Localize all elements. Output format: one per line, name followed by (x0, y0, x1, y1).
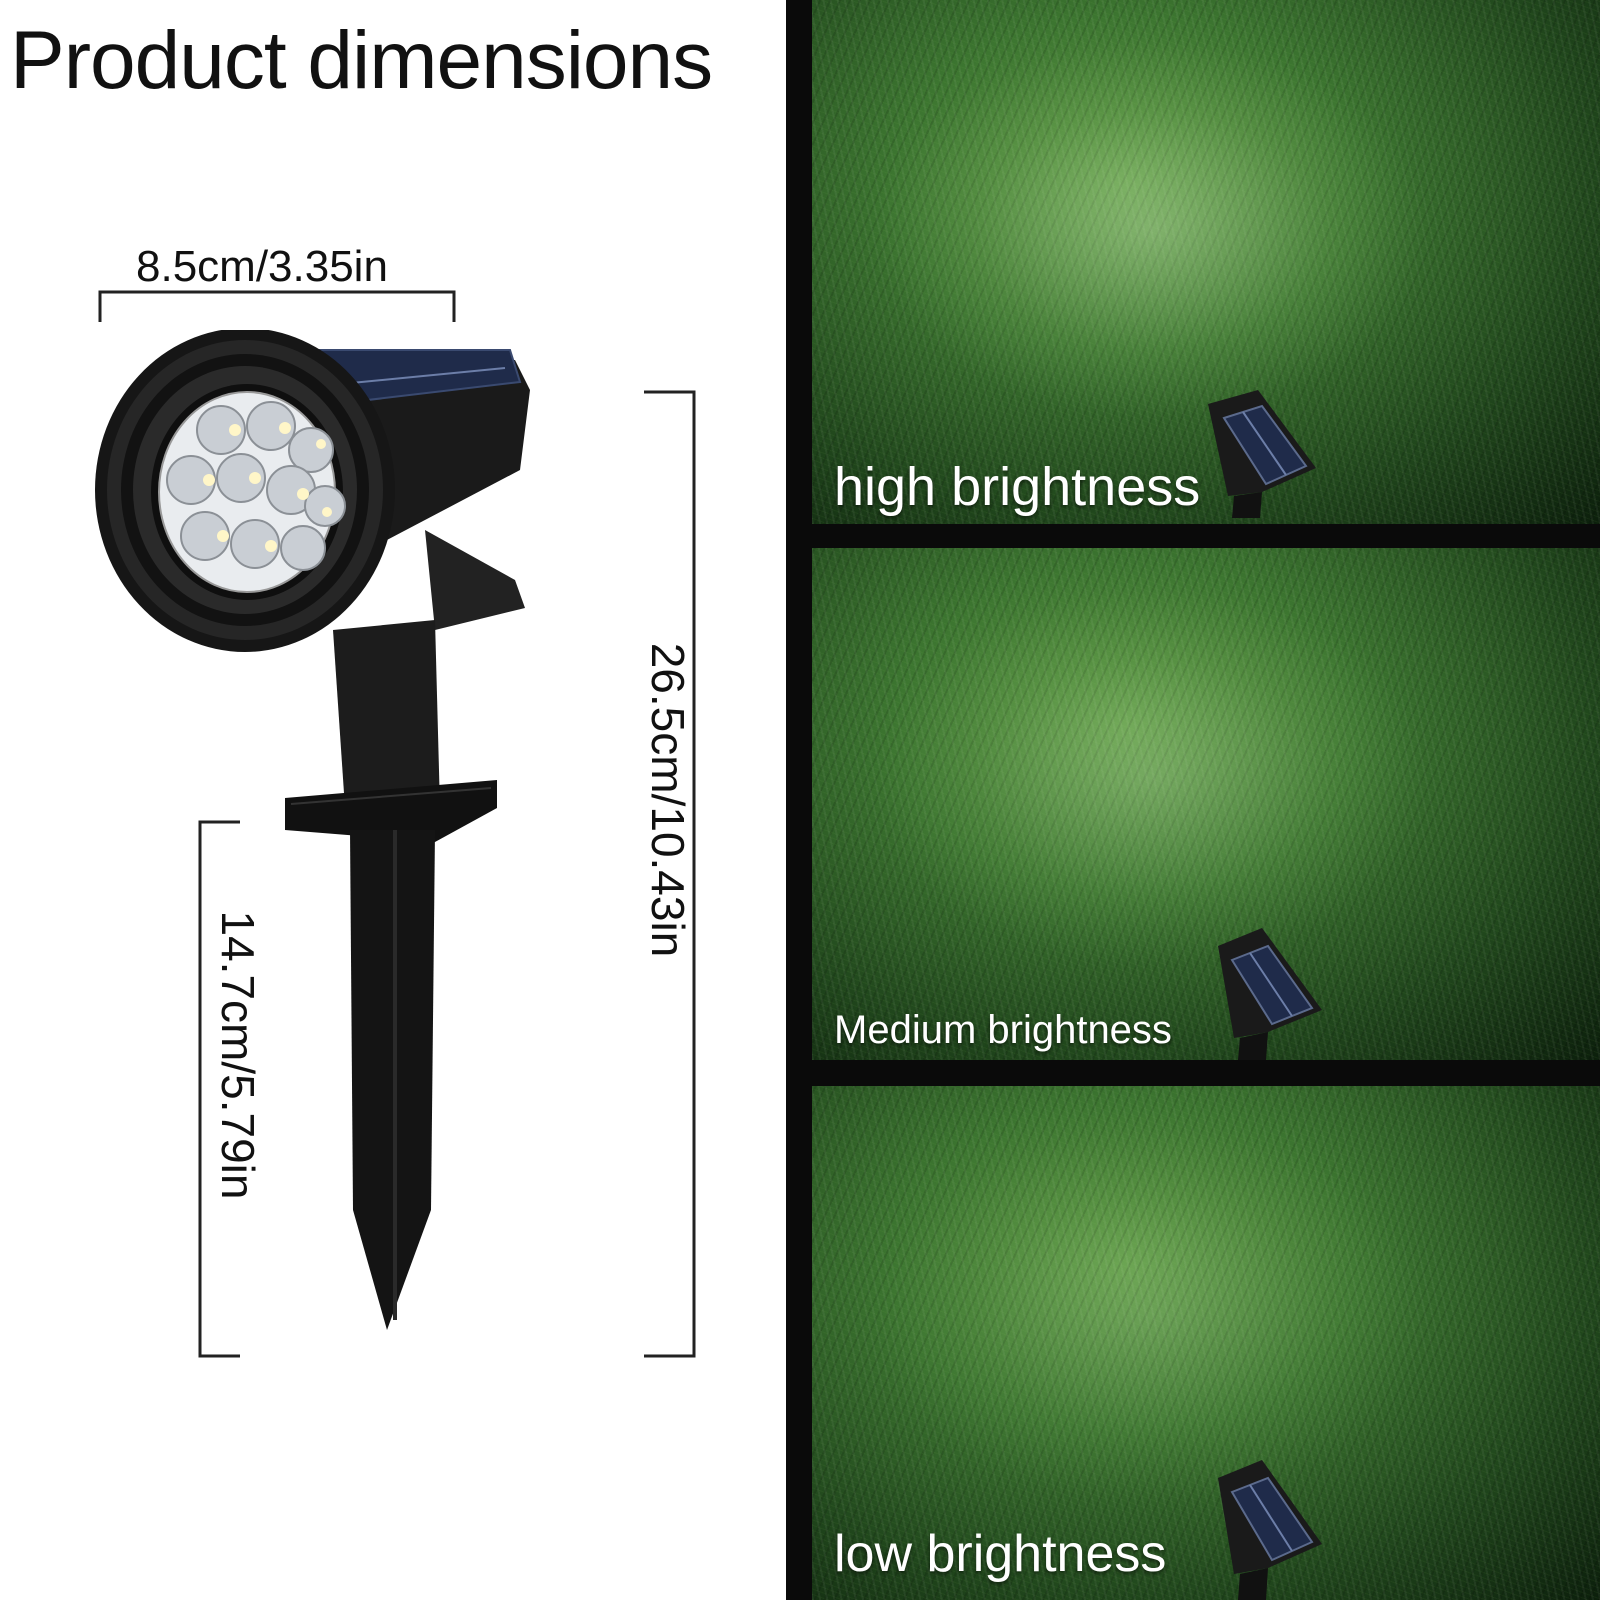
solar-panel-icon (1208, 390, 1316, 518)
medium-brightness-label: Medium brightness (834, 1008, 1172, 1052)
brightness-modes-section: high brightness Medium brightness low br… (812, 0, 1600, 1600)
medium-brightness-panel: Medium brightness (812, 548, 1600, 1060)
section-divider (786, 0, 812, 1600)
stake-dimension-bracket (198, 820, 240, 1358)
page-title: Product dimensions (10, 15, 713, 106)
solar-panel-icon (1218, 928, 1322, 1060)
low-brightness-label: low brightness (834, 1525, 1167, 1583)
high-brightness-panel: high brightness (812, 0, 1600, 524)
solar-spotlight-icon (95, 330, 530, 1330)
width-dimension-bracket (98, 290, 456, 322)
low-brightness-panel: low brightness (812, 1086, 1600, 1600)
width-dimension-label: 8.5cm/3.35in (136, 242, 388, 291)
height-dimension-bracket (644, 390, 696, 1358)
high-brightness-label: high brightness (834, 457, 1201, 517)
height-dimension-label: 26.5cm/10.43in (642, 642, 694, 958)
solar-panel-icon (1218, 1460, 1322, 1600)
product-dimensions-section: Product dimensions 8.5cm/3.35in 26.5cm/1… (0, 0, 786, 1600)
